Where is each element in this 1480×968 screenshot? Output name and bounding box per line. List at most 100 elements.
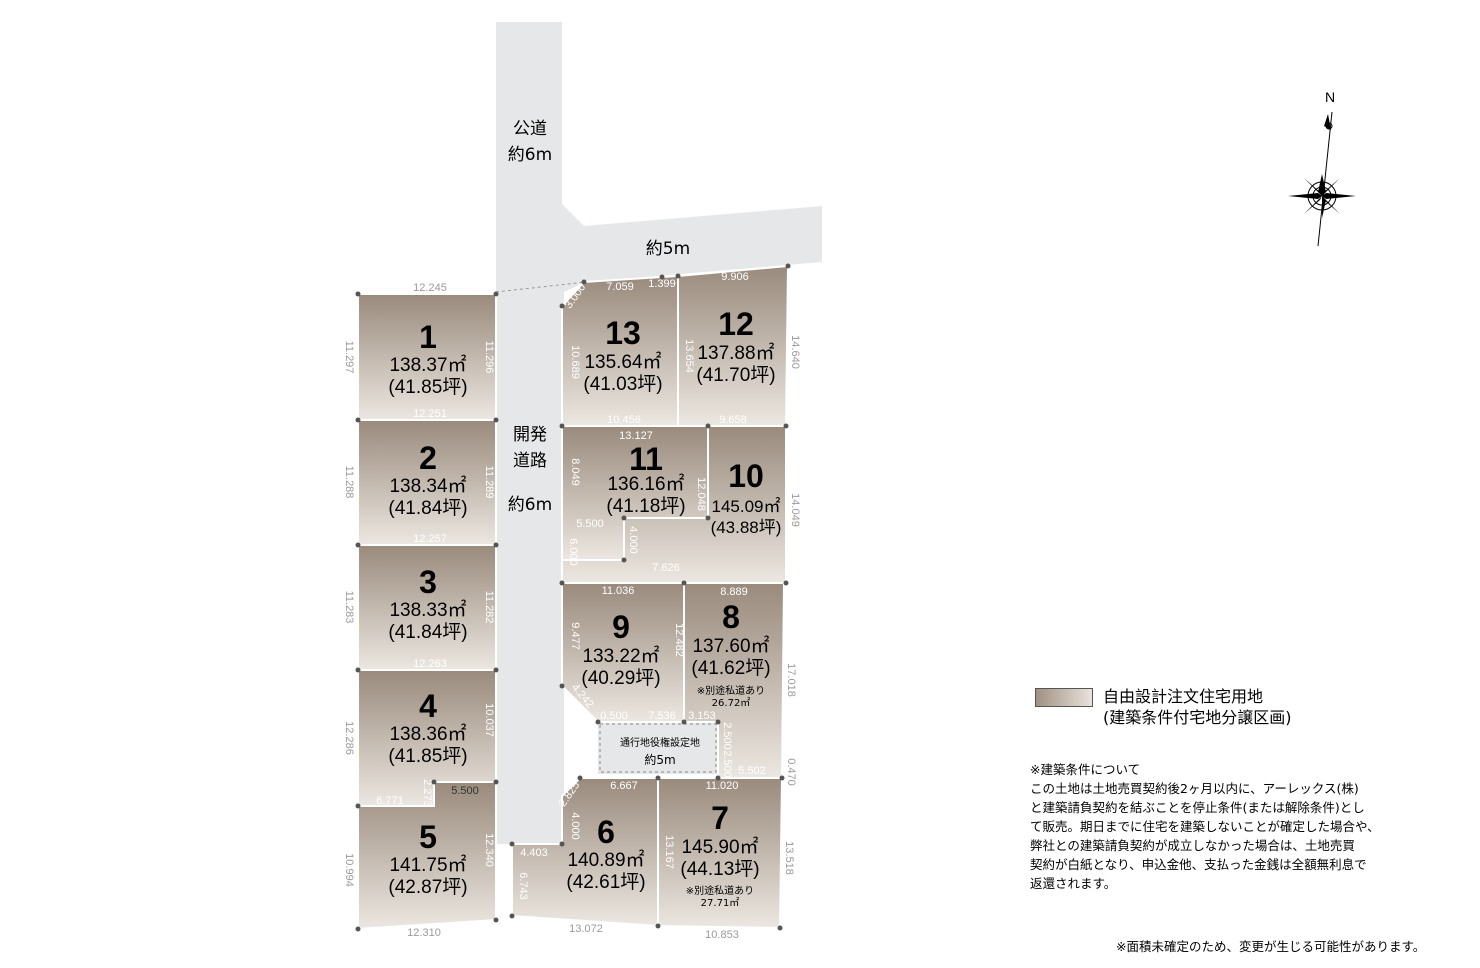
svg-text:9.906: 9.906	[721, 271, 749, 283]
legend-line-1: 自由設計注文住宅用地	[1103, 687, 1264, 706]
svg-text:(41.70坪): (41.70坪)	[696, 364, 775, 386]
svg-text:4.000: 4.000	[569, 812, 581, 840]
svg-text:11.036: 11.036	[602, 585, 635, 597]
public-road-name: 公道	[513, 119, 547, 139]
svg-text:2.500: 2.500	[721, 722, 733, 750]
lot-label-5: 5 141.75㎡ (42.87坪)	[388, 819, 467, 898]
svg-text:10.037: 10.037	[483, 703, 495, 737]
conditions-line-1: この土地は土地売買契約後2ヶ月以内に、アーレックス(株)	[1030, 781, 1359, 796]
svg-text:10.994: 10.994	[343, 853, 355, 887]
svg-text:145.90㎡: 145.90㎡	[681, 835, 758, 858]
svg-text:8: 8	[722, 599, 740, 635]
svg-text:8.889: 8.889	[720, 586, 748, 598]
lot-label-7: 7 145.90㎡ (44.13坪) ※別途私道あり 27.71㎡	[680, 800, 759, 909]
svg-text:(41.85坪): (41.85坪)	[388, 376, 467, 398]
svg-text:4: 4	[419, 688, 437, 724]
lot-label-3: 3 138.33㎡ (41.84坪)	[388, 564, 467, 643]
conditions-line-4: 弊社との建築請負契約が成立しなかった場合は、土地売買	[1030, 838, 1355, 853]
svg-text:※別途私道あり: ※別途私道あり	[697, 684, 765, 697]
lot-label-2: 2 138.34㎡ (41.84坪)	[388, 440, 467, 519]
lot-label-13: 13 135.64㎡ (41.03坪)	[583, 315, 662, 395]
easement-road	[598, 722, 718, 774]
legend-line-2: (建築条件付宅地分譲区画)	[1103, 708, 1292, 727]
svg-text:(42.87坪): (42.87坪)	[388, 876, 467, 898]
svg-text:※別途私道あり: ※別途私道あり	[686, 884, 754, 897]
svg-text:3: 3	[419, 564, 437, 600]
svg-text:10.689: 10.689	[569, 345, 581, 379]
svg-text:(41.85坪): (41.85坪)	[388, 745, 467, 767]
lot-corner-markers	[355, 263, 791, 932]
svg-text:(40.29坪): (40.29坪)	[581, 667, 660, 689]
svg-text:11.288: 11.288	[343, 466, 355, 499]
svg-text:N: N	[1325, 89, 1335, 105]
lot-label-8: 8 137.60㎡ (41.62坪) ※別途私道あり 26.72㎡	[691, 599, 770, 709]
lot-label-1: 1 138.37㎡ (41.85坪)	[388, 319, 467, 398]
svg-text:3.153: 3.153	[688, 710, 716, 722]
svg-text:27.71㎡: 27.71㎡	[701, 897, 740, 909]
compass-rose-icon: N	[1288, 89, 1356, 247]
svg-text:8.049: 8.049	[569, 458, 581, 486]
svg-text:6: 6	[597, 814, 615, 850]
svg-text:12.263: 12.263	[413, 658, 447, 670]
legend-swatch	[1035, 688, 1093, 707]
svg-text:11.283: 11.283	[343, 591, 355, 624]
svg-text:1.399: 1.399	[648, 278, 676, 290]
svg-text:12.286: 12.286	[343, 721, 355, 755]
svg-text:13.518: 13.518	[783, 841, 795, 875]
easement-width: 約5m	[644, 752, 675, 767]
side-road-width: 約5m	[646, 239, 690, 259]
svg-text:137.88㎡: 137.88㎡	[697, 341, 774, 364]
svg-text:26.72㎡: 26.72㎡	[712, 697, 751, 709]
svg-text:(44.13坪): (44.13坪)	[680, 858, 759, 880]
svg-text:9.658: 9.658	[719, 414, 747, 426]
svg-text:5.500: 5.500	[451, 785, 479, 797]
svg-text:12.048: 12.048	[695, 477, 707, 511]
svg-text:14.640: 14.640	[789, 335, 801, 369]
svg-text:12: 12	[718, 306, 754, 342]
svg-text:11.282: 11.282	[483, 591, 495, 624]
lot-9	[561, 582, 685, 723]
svg-text:6.743: 6.743	[517, 872, 529, 900]
svg-text:4.000: 4.000	[627, 526, 639, 554]
svg-text:(41.84坪): (41.84坪)	[388, 497, 467, 519]
svg-text:12.340: 12.340	[483, 833, 495, 867]
svg-text:17.018: 17.018	[785, 663, 797, 697]
public-road	[496, 22, 822, 844]
svg-text:138.36㎡: 138.36㎡	[389, 722, 466, 745]
svg-text:11.289: 11.289	[483, 466, 495, 499]
svg-text:7.626: 7.626	[652, 562, 680, 574]
svg-text:13.127: 13.127	[619, 430, 653, 442]
svg-text:138.33㎡: 138.33㎡	[389, 598, 466, 621]
conditions-line-3: て販売。期日までに住宅を建築しないことが確定した場合や、	[1030, 819, 1380, 834]
svg-text:(41.84坪): (41.84坪)	[388, 621, 467, 643]
svg-text:141.75㎡: 141.75㎡	[389, 853, 466, 876]
svg-text:2.500: 2.500	[721, 750, 733, 778]
svg-text:2.273: 2.273	[421, 779, 433, 807]
svg-text:5: 5	[419, 819, 437, 855]
conditions-line-6: 返還されます。	[1030, 876, 1117, 891]
svg-text:7: 7	[711, 800, 729, 836]
svg-text:(43.88坪): (43.88坪)	[711, 518, 782, 537]
svg-text:10.456: 10.456	[607, 414, 641, 426]
svg-text:136.16㎡: 136.16㎡	[607, 472, 684, 495]
svg-text:145.09㎡: 145.09㎡	[712, 497, 781, 516]
area-footnote: ※面積未確定のため、変更が生じる可能性があります。	[1116, 939, 1426, 954]
legend: 自由設計注文住宅用地 (建築条件付宅地分譲区画)	[1035, 686, 1292, 728]
dev-road-name-1: 開発	[513, 425, 547, 445]
lot-label-11: 11 136.16㎡ (41.18坪)	[606, 441, 685, 517]
svg-text:138.37㎡: 138.37㎡	[389, 353, 466, 376]
building-conditions: ※建築条件について この土地は土地売買契約後2ヶ月以内に、アーレックス(株) と…	[1030, 760, 1430, 893]
lot-label-9: 9 133.22㎡ (40.29坪)	[581, 609, 660, 689]
svg-text:7.059: 7.059	[606, 281, 634, 293]
svg-text:13.072: 13.072	[569, 923, 603, 935]
svg-text:(41.62坪): (41.62坪)	[691, 657, 770, 679]
lot-label-6: 6 140.89㎡ (42.61坪)	[566, 814, 645, 893]
svg-text:135.64㎡: 135.64㎡	[584, 350, 661, 373]
conditions-line-5: 契約が白紙となり、申込金他、支払った金銭は全額無利息で	[1030, 857, 1367, 872]
public-road-width: 約6m	[508, 145, 552, 165]
svg-text:11.296: 11.296	[483, 341, 495, 374]
svg-text:10: 10	[728, 458, 764, 494]
svg-text:13: 13	[605, 315, 641, 351]
lot-10	[561, 425, 787, 584]
